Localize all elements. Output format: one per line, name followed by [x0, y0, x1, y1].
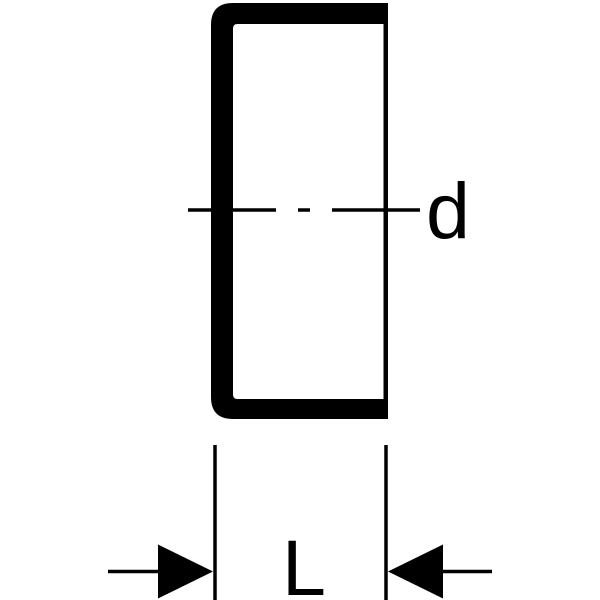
length-label: L	[282, 523, 326, 600]
diameter-label: d	[426, 166, 470, 255]
end-cap-body	[211, 3, 388, 419]
arrowhead-right-icon	[158, 544, 213, 599]
arrowhead-left-icon	[388, 544, 443, 599]
